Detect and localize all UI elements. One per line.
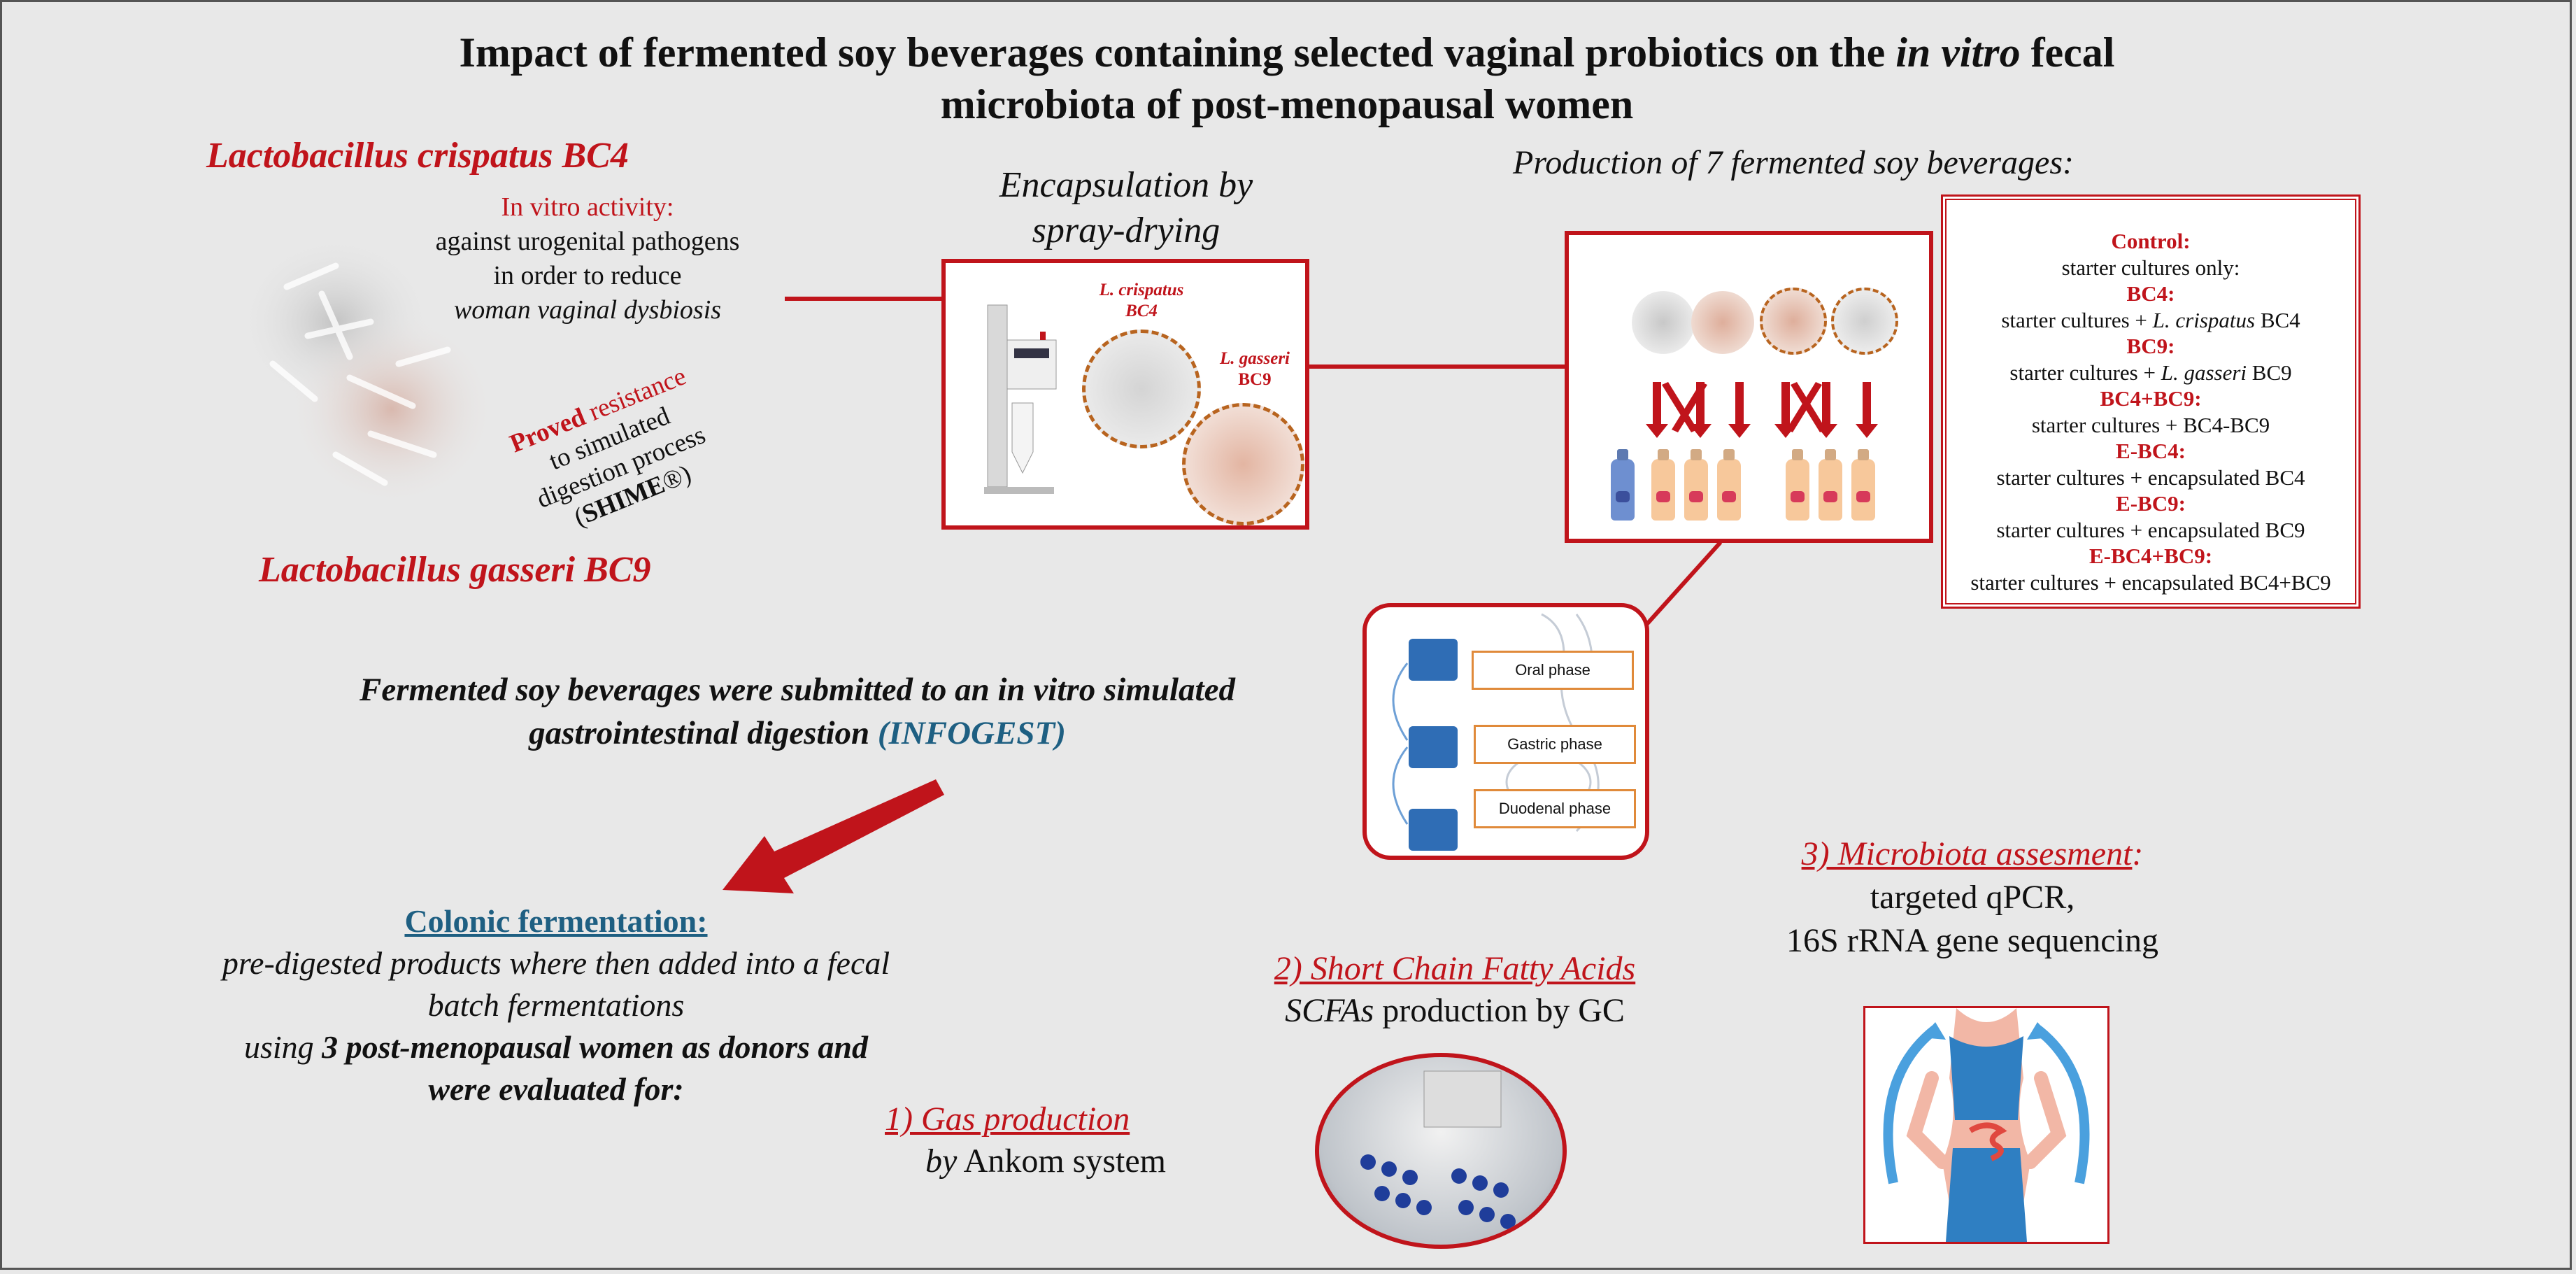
colonic-fermentation: Colonic fermentation: pre-digested produ…	[164, 900, 948, 1110]
title-part1: Impact of fermented soy beverages contai…	[459, 29, 1896, 76]
label-gasseri-bc9: L. gasseri BC9	[1220, 349, 1290, 389]
title-part3: fecal	[2020, 29, 2115, 76]
spray-dryer-icon	[984, 304, 1057, 494]
production-title: Production of 7 fermented soy beverages:	[1513, 144, 2075, 181]
pink-bacteria-icon	[1691, 291, 1754, 354]
production-arrows	[1646, 382, 1878, 438]
beverage-ebc4bc9-heading: E-BC4+BC9:	[2088, 544, 2213, 568]
infogest-label: (INFOGEST)	[877, 715, 1066, 751]
beverage-bc4-desc: starter cultures + L. crispatus BC4	[2001, 307, 2300, 332]
soy-bottle-icon	[1651, 459, 1675, 521]
activity-line3: woman vaginal dysbiosis	[453, 295, 722, 325]
microcapsule-grey-icon	[1082, 330, 1201, 448]
microbiota-heading: 3) Microbiota assesment	[1801, 835, 2133, 872]
encapsulation-box: L. crispatus BC4 L. gasseri BC9	[941, 259, 1309, 530]
human-gut-figure-icon	[1863, 1006, 2109, 1244]
scfa-section: 2) Short Chain Fatty Acids SCFAs product…	[1238, 948, 1672, 1032]
beverage-ebc4bc9-desc: starter cultures + encapsulated BC4+BC9	[1970, 569, 2331, 595]
red-diagonal-arrow	[723, 779, 944, 893]
beverage-ebc4-heading: E-BC4:	[2116, 439, 2186, 463]
activity-line1: against urogenital pathogens	[435, 227, 740, 256]
gas-heading: 1) Gas production	[885, 1100, 1130, 1138]
encapsulation-title: Encapsulation by spray-drying	[999, 165, 1253, 250]
beverage-list: Control: starter cultures only: BC4: sta…	[1943, 228, 2358, 595]
soy-bottle-icon	[1611, 459, 1635, 521]
digestion-box: Oral phase Gastric phase Duodenal phase	[1362, 603, 1649, 860]
gas-production: 1) Gas production by Ankom system	[885, 1098, 1166, 1182]
beverage-bc9-heading: BC9:	[2126, 334, 2175, 358]
activity-line2: in order to reduce	[493, 261, 682, 290]
production-box	[1565, 231, 1933, 543]
soy-bottle-icon	[1819, 459, 1842, 521]
digestion-text: Fermented soy beverages were submitted t…	[360, 672, 1235, 751]
scfa-heading: 2) Short Chain Fatty Acids	[1274, 950, 1636, 987]
strain-gasseri: Lactobacillus gasseri BC9	[259, 550, 651, 590]
encapsulated-pink-icon	[1760, 288, 1827, 355]
microcapsule-pink-icon	[1182, 403, 1304, 525]
colonic-heading: Colonic fermentation:	[404, 903, 708, 939]
encapsulated-grey-icon	[1831, 288, 1898, 355]
beverage-bc4bc9-desc: starter cultures + BC4-BC9	[2031, 412, 2270, 437]
beverage-ebc9-heading: E-BC9:	[2116, 491, 2186, 516]
microbiota-section: 3) Microbiota assesment: targeted qPCR, …	[1786, 835, 2158, 959]
soy-bottle-icon	[1684, 459, 1708, 521]
strain-crispatus: Lactobacillus crispatus BC4	[206, 136, 629, 176]
soy-bottle-icon	[1851, 459, 1875, 521]
gastric-phase-label: Gastric phase	[1474, 725, 1636, 764]
beverage-ebc4-desc: starter cultures + encapsulated BC4	[1996, 465, 2305, 490]
title-part2: in vitro	[1895, 29, 2021, 76]
poster-title: Impact of fermented soy beverages contai…	[210, 27, 2364, 130]
beverage-control-heading: Control:	[2111, 229, 2191, 253]
gc-autosampler-icon	[1315, 1053, 1567, 1249]
duodenal-phase-label: Duodenal phase	[1474, 789, 1636, 828]
beverage-list-box: Control: starter cultures only: BC4: sta…	[1941, 194, 2361, 609]
title-line2: microbiota of post-menopausal women	[940, 81, 1634, 127]
soy-bottle-icon	[1717, 459, 1741, 521]
soy-bottle-icon	[1786, 459, 1809, 521]
oral-phase-label: Oral phase	[1472, 651, 1634, 690]
beverage-bc4-heading: BC4:	[2126, 281, 2175, 306]
grey-bacteria-icon	[1632, 291, 1695, 354]
label-crispatus-bc4: L. crispatus BC4	[1099, 281, 1184, 320]
beverage-bc9-desc: starter cultures + L. gasseri BC9	[2009, 360, 2292, 385]
in-vitro-activity: In vitro activity: against urogenital pa…	[392, 190, 783, 327]
activity-heading: In vitro activity:	[501, 192, 674, 222]
beverage-control-desc: starter cultures only:	[2061, 255, 2240, 280]
beverage-ebc9-desc: starter cultures + encapsulated BC9	[1996, 517, 2305, 542]
bacteria-cluster-icon	[238, 234, 497, 507]
beverage-bc4bc9-heading: BC4+BC9:	[2100, 386, 2202, 411]
